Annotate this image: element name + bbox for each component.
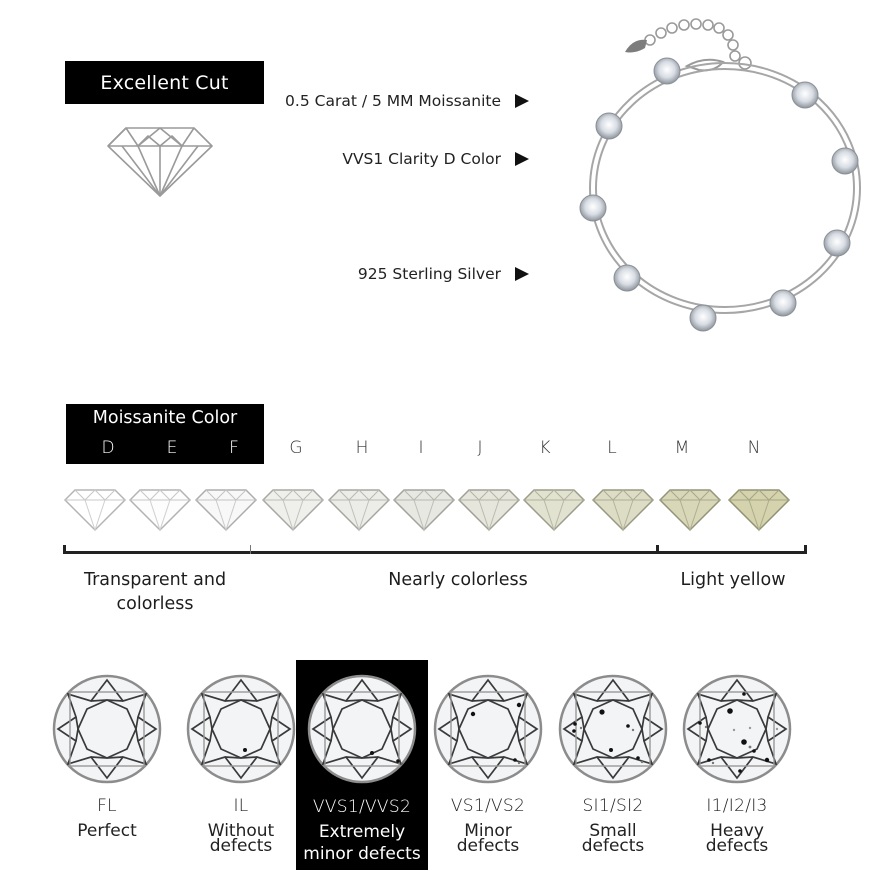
moissanite-color-badge: Moissanite Color: [66, 404, 264, 464]
clarity-desc-line: defects: [209, 836, 273, 856]
gem-h-icon: [327, 489, 391, 532]
grade-g: G: [289, 438, 303, 458]
clarity-desc-line: Perfect: [77, 821, 137, 841]
gem-f-icon: [194, 489, 258, 532]
grade-n: N: [747, 438, 761, 458]
gem-e-icon: [128, 489, 192, 532]
triangle-right-icon: [515, 152, 529, 166]
spec-material-text: 925 Sterling Silver: [357, 265, 501, 283]
gem-m-icon: [658, 489, 722, 532]
scale-tick: [63, 545, 66, 554]
bracelet-image: [579, 18, 861, 332]
clarity-card-il: IL Without defects: [175, 660, 307, 870]
spec-clarity-color: VVS1 Clarity D Color: [342, 150, 529, 168]
range-label-light-yellow: Light yellow: [680, 570, 786, 590]
range-label-line: Transparent and: [83, 570, 227, 590]
gem-i-icon: [392, 489, 456, 532]
color-scale-title: Moissanite Color: [92, 408, 238, 428]
gem-g-icon: [261, 489, 325, 532]
scale-tick: [656, 545, 659, 554]
clarity-description: Without defects: [175, 821, 307, 856]
spec-carat: 0.5 Carat / 5 MM Moissanite: [285, 92, 529, 110]
scale-tick: [804, 545, 807, 554]
gem-j-icon: [457, 489, 521, 532]
clarity-card-vs: VS1/VS2 Minor defects: [422, 660, 554, 870]
clarity-description: Small defects: [547, 821, 679, 856]
grade-j: J: [477, 438, 483, 458]
spec-material: 925 Sterling Silver: [358, 265, 529, 283]
grade-m: M: [674, 438, 690, 458]
gem-n-icon: [727, 489, 791, 532]
clarity-description: Perfect: [41, 821, 173, 841]
color-scale-bar: [63, 551, 807, 554]
grade-d: D: [101, 438, 115, 458]
clarity-code: I1/I2/I3: [706, 796, 768, 816]
clarity-code: VS1/VS2: [450, 796, 526, 816]
clarity-code: SI1/SI2: [582, 796, 644, 816]
clarity-description: Minor defects: [422, 821, 554, 856]
clarity-code: IL: [233, 796, 249, 816]
diamond-top-view-icon: [52, 674, 162, 784]
clarity-desc-line: Heavy: [710, 821, 764, 841]
clarity-code: VVS1/VVS2: [312, 797, 412, 817]
gem-l-icon: [591, 489, 655, 532]
gem-d-icon: [63, 489, 127, 532]
diamond-side-view-icon: [107, 127, 213, 197]
grade-i: I: [418, 438, 424, 458]
grade-l: L: [607, 438, 617, 458]
clarity-card-vvs-selected: VVS1/VVS2 Extremely minor defects: [296, 660, 428, 870]
clarity-desc-line: Extremely: [318, 822, 406, 842]
grade-f: F: [229, 438, 239, 458]
diamond-top-view-icon: [682, 674, 792, 784]
clarity-card-i: I1/I2/I3 Heavy defects: [671, 660, 803, 870]
range-label-line: colorless: [116, 594, 194, 614]
clarity-description: Extremely minor defects: [296, 821, 428, 865]
range-label-nearly-colorless: Nearly colorless: [388, 570, 528, 590]
clarity-desc-line: Without: [207, 821, 275, 841]
range-label-colorless: Transparent and colorless: [60, 568, 250, 616]
scale-tick: [250, 545, 251, 554]
clarity-desc-line: minor defects: [303, 844, 421, 864]
clarity-card-si: SI1/SI2 Small defects: [547, 660, 679, 870]
clarity-desc-line: Small: [589, 821, 637, 841]
clarity-desc-line: Minor: [464, 821, 512, 841]
spec-clarity-text: VVS1 Clarity D Color: [342, 150, 501, 168]
diamond-top-view-icon: [307, 674, 417, 784]
triangle-right-icon: [515, 94, 529, 108]
grade-h: H: [355, 438, 369, 458]
spec-carat-text: 0.5 Carat / 5 MM Moissanite: [285, 92, 501, 110]
grade-k: K: [539, 438, 551, 458]
clarity-card-fl: FL Perfect: [41, 660, 173, 870]
diamond-top-view-icon: [433, 674, 543, 784]
grade-e: E: [166, 438, 178, 458]
clarity-desc-line: defects: [705, 836, 769, 856]
diamond-top-view-icon: [186, 674, 296, 784]
diamond-top-view-icon: [558, 674, 668, 784]
excellent-cut-badge: Excellent Cut: [65, 61, 264, 104]
clarity-description: Heavy defects: [671, 821, 803, 856]
gem-k-icon: [522, 489, 586, 532]
triangle-right-icon: [515, 267, 529, 281]
clarity-code: FL: [97, 796, 117, 816]
clarity-desc-line: defects: [456, 836, 520, 856]
clarity-desc-line: defects: [581, 836, 645, 856]
